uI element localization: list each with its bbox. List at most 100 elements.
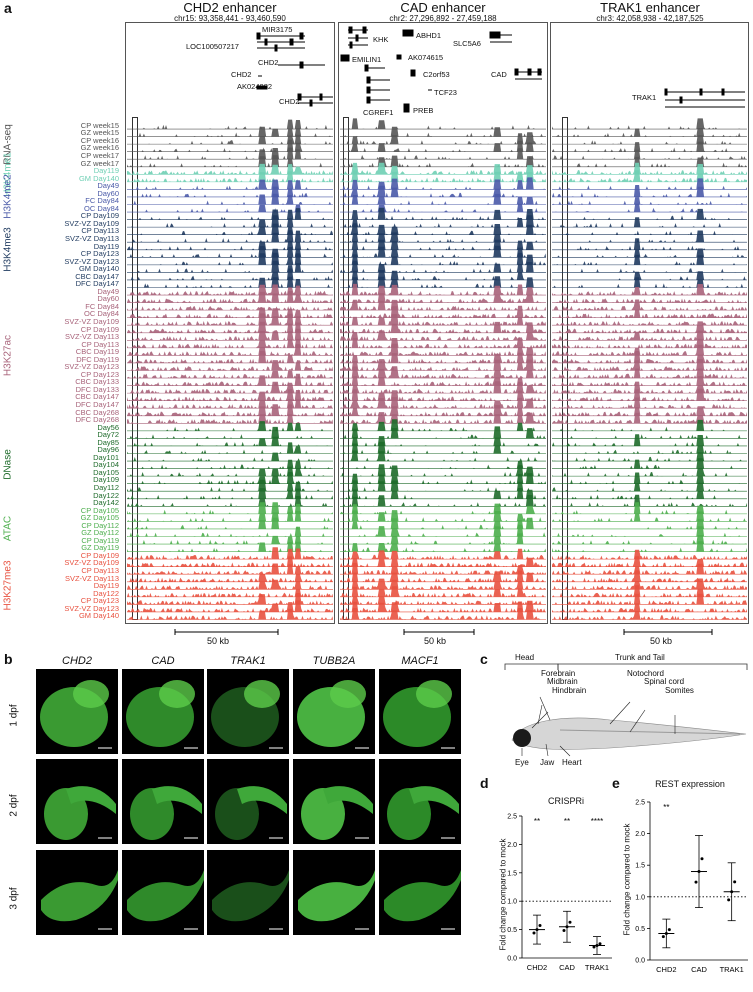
signal-track [127, 321, 333, 333]
signal-track [340, 570, 546, 582]
signal-track [127, 139, 333, 152]
data-point [733, 880, 737, 884]
signal-track [340, 366, 546, 379]
zebrafish-image [379, 669, 461, 754]
track-label: Day119 [93, 581, 119, 591]
zebrafish-image [207, 669, 289, 754]
track-label: CP Day109 [80, 324, 119, 334]
track-label: GZ Day112 [81, 528, 119, 538]
signal-track [127, 421, 333, 431]
signal-track [340, 337, 546, 348]
y-tick-label: 1.0 [635, 894, 645, 901]
signal-track [552, 284, 747, 296]
signal-track [127, 502, 333, 514]
track-label: CP Day119 [81, 535, 119, 545]
zebrafish-image [379, 850, 461, 935]
signal-track [552, 472, 747, 484]
panel-letter-b: b [4, 651, 13, 667]
signal-track [340, 359, 546, 371]
signal-track [340, 543, 546, 552]
track-label: GZ Day105 [80, 513, 119, 523]
signal-track [340, 170, 546, 182]
track-label: SVZ-VZ Day123 [64, 256, 119, 266]
signal-track [552, 217, 747, 228]
signal-track [340, 557, 546, 567]
significance-label: **** [591, 817, 603, 826]
panel-letter-c: c [480, 651, 488, 667]
signal-track [340, 193, 546, 205]
signal-track [340, 450, 546, 462]
signal-track [127, 579, 333, 590]
signal-track [127, 119, 333, 130]
y-tick-label: 2.0 [635, 831, 645, 838]
track-label: CP Day105 [80, 505, 119, 515]
track-label: DFC Day147 [75, 399, 119, 409]
gene-label: MIR3175 [262, 25, 293, 34]
anatomy-label-trunk: Trunk and Tail [615, 653, 665, 662]
x-category-label: CAD [559, 963, 575, 972]
signal-track [552, 141, 747, 152]
signal-track [340, 203, 546, 213]
signal-track [127, 186, 333, 197]
signal-track [340, 586, 546, 597]
signal-track [127, 223, 333, 235]
track-label: CP Day123 [80, 369, 119, 379]
signal-track [127, 338, 333, 348]
signal-track [340, 252, 546, 265]
track-label: SVZ-VZ Day109 [64, 218, 119, 228]
track-label: CBC Day133 [75, 377, 119, 387]
signal-track [552, 482, 747, 492]
gene-label: EMILIN1 [352, 55, 382, 64]
signal-track [127, 179, 333, 190]
signal-track [552, 170, 747, 182]
signal-track [552, 434, 747, 439]
signal-track [340, 389, 546, 401]
track-label: CP week15 [80, 120, 119, 130]
signal-track [127, 608, 333, 620]
signal-track [127, 479, 333, 492]
zebrafish-image [207, 850, 289, 935]
track-label: Day105 [93, 467, 119, 477]
track-label: Day142 [93, 498, 119, 508]
signal-track [340, 162, 546, 175]
signal-track [340, 419, 546, 431]
signal-track [340, 426, 546, 439]
signal-track [552, 610, 747, 620]
gene-label: CHD2 [258, 58, 279, 67]
signal-track [127, 171, 333, 182]
signal-track [552, 149, 747, 160]
region-box-chd2 [125, 22, 335, 624]
zebrafish-image [122, 850, 204, 935]
track-label: CBC Day268 [75, 407, 119, 417]
signal-track [340, 276, 546, 288]
stage-label-2dpf: 2 dpf [8, 794, 20, 817]
signal-track [552, 178, 747, 190]
data-point [694, 880, 698, 884]
anatomy-label-forebrain: Forebrain [541, 669, 576, 678]
data-point [727, 898, 731, 902]
track-label: GZ week15 [80, 128, 119, 138]
data-point [598, 942, 602, 946]
track-label: GM Day140 [78, 611, 119, 621]
signal-track [340, 293, 546, 303]
track-label: Day72 [97, 430, 119, 440]
signal-track [127, 466, 333, 477]
gene-models [256, 26, 745, 113]
fish-gene-label: MACF1 [401, 655, 439, 667]
signal-track [340, 517, 546, 529]
gene-label: SLC5A6 [453, 39, 481, 48]
anatomy-label-spinal-cord: Spinal cord [644, 677, 685, 686]
signal-track [552, 593, 747, 605]
zebrafish-image [36, 759, 118, 844]
track-label: Day49 [97, 181, 119, 191]
signal-track [127, 155, 333, 167]
significance-label: ** [663, 803, 669, 812]
signal-track [340, 488, 546, 499]
y-tick-label: 0.5 [635, 926, 645, 933]
region-coord-cad: chr2: 27,296,892 - 27,459,188 [389, 14, 497, 23]
signal-track [127, 563, 333, 575]
gene-label: CHD2 [231, 70, 252, 79]
track-label: GZ week16 [80, 143, 119, 153]
